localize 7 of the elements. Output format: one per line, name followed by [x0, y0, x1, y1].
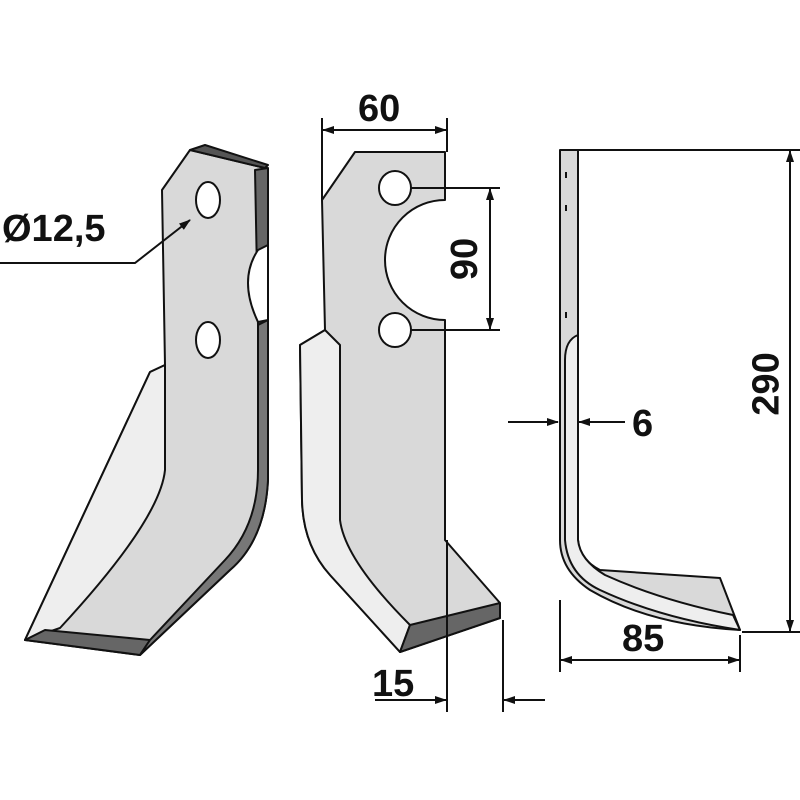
dimension-label: 6	[632, 405, 654, 443]
dimension-label: 290	[748, 352, 786, 416]
dimension-label: 15	[372, 665, 414, 703]
dimension-label: 85	[622, 620, 664, 658]
dimension-label: Ø12,5	[2, 210, 106, 248]
dimension-label: 60	[358, 90, 400, 128]
dimension-label: 90	[446, 238, 484, 280]
